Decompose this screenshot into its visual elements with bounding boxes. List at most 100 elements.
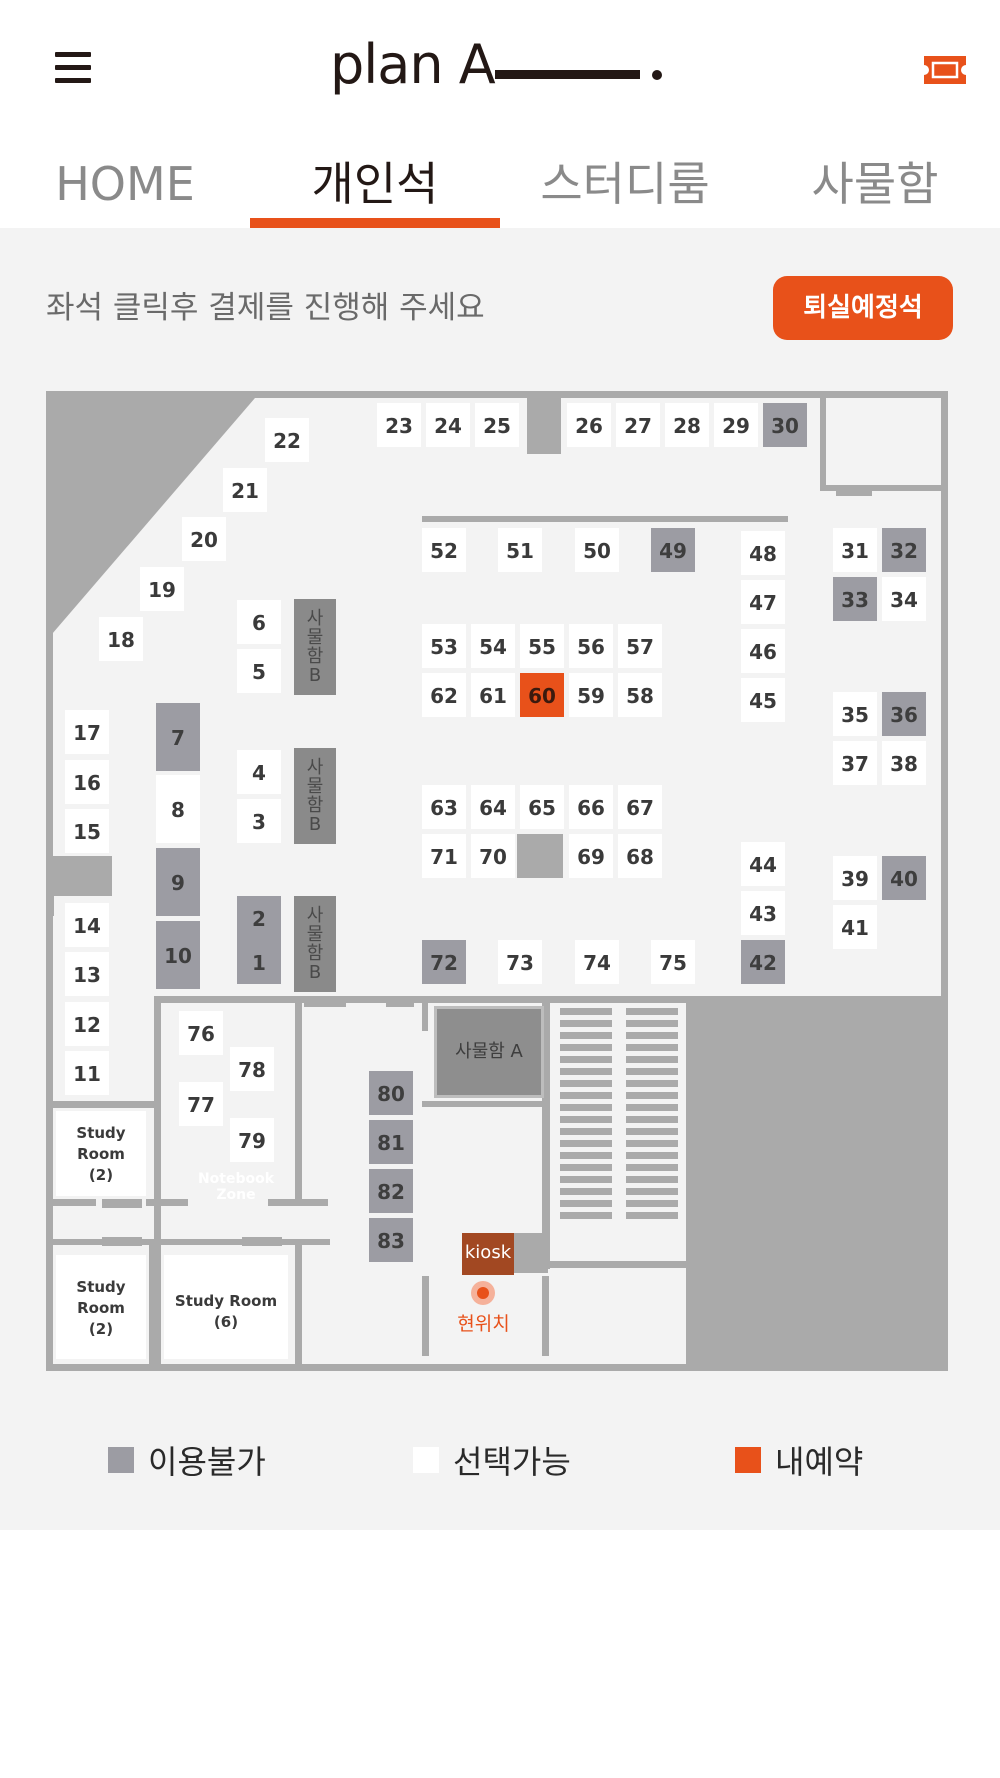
seat-29[interactable]: 29 xyxy=(714,403,758,447)
tab-bar: HOME 개인석 스터디룸 사물함 xyxy=(0,130,1000,228)
seat-35[interactable]: 35 xyxy=(833,692,877,736)
legend-unavailable-label: 이용불가 xyxy=(148,1443,266,1481)
seat-66[interactable]: 66 xyxy=(569,785,613,829)
tab-personal-seat[interactable]: 개인석 xyxy=(311,157,439,211)
seat-75[interactable]: 75 xyxy=(651,940,695,984)
seat-54[interactable]: 54 xyxy=(471,624,515,668)
seat-61[interactable]: 61 xyxy=(471,673,515,717)
seat-10: 10 xyxy=(156,921,200,989)
legend-available: 선택가능 xyxy=(413,1430,571,1490)
staircase-icon xyxy=(560,1008,678,1219)
seat-14[interactable]: 14 xyxy=(65,903,109,947)
logo-text: plan A xyxy=(330,33,496,96)
seat-20[interactable]: 20 xyxy=(182,517,226,561)
seat-37[interactable]: 37 xyxy=(833,741,877,785)
seat-70[interactable]: 70 xyxy=(471,834,515,878)
seat-55[interactable]: 55 xyxy=(520,624,564,668)
seat-40: 40 xyxy=(882,856,926,900)
seat-16[interactable]: 16 xyxy=(65,760,109,804)
seat-26[interactable]: 26 xyxy=(567,403,611,447)
locker-a[interactable]: 사물함 A xyxy=(434,1006,544,1098)
seat-34[interactable]: 34 xyxy=(882,577,926,621)
legend-swatch-unavailable xyxy=(108,1447,134,1473)
seat-13[interactable]: 13 xyxy=(65,952,109,996)
seat-23[interactable]: 23 xyxy=(377,403,421,447)
seat-74[interactable]: 74 xyxy=(575,940,619,984)
seat-52[interactable]: 52 xyxy=(422,528,466,572)
wall xyxy=(304,999,346,1007)
seat-77[interactable]: 77 xyxy=(179,1082,223,1126)
seat-51[interactable]: 51 xyxy=(498,528,542,572)
hamburger-menu-icon[interactable] xyxy=(55,52,91,86)
tab-locker[interactable]: 사물함 xyxy=(811,157,939,211)
seat-3[interactable]: 3 xyxy=(237,799,281,843)
seat-62[interactable]: 62 xyxy=(422,673,466,717)
wall xyxy=(146,1199,188,1206)
seat-24[interactable]: 24 xyxy=(426,403,470,447)
seat-38[interactable]: 38 xyxy=(882,741,926,785)
seat-47[interactable]: 47 xyxy=(741,580,785,624)
seat-15[interactable]: 15 xyxy=(65,809,109,853)
seat-21[interactable]: 21 xyxy=(223,468,267,512)
seat-82: 82 xyxy=(369,1169,413,1213)
seat-17[interactable]: 17 xyxy=(65,710,109,754)
seat-31[interactable]: 31 xyxy=(833,528,877,572)
seat-45[interactable]: 45 xyxy=(741,678,785,722)
seat-73[interactable]: 73 xyxy=(498,940,542,984)
seat-48[interactable]: 48 xyxy=(741,531,785,575)
seat-8[interactable]: 8 xyxy=(156,775,200,843)
seat-63[interactable]: 63 xyxy=(422,785,466,829)
seat-65[interactable]: 65 xyxy=(520,785,564,829)
seat-71[interactable]: 71 xyxy=(422,834,466,878)
study-room-6[interactable]: Study Room(6) xyxy=(164,1255,288,1359)
seat-12[interactable]: 12 xyxy=(65,1002,109,1046)
seat-28[interactable]: 28 xyxy=(665,403,709,447)
seat-27[interactable]: 27 xyxy=(616,403,660,447)
leaving-soon-seats-button[interactable]: 퇴실예정석 xyxy=(773,276,953,340)
seat-46[interactable]: 46 xyxy=(741,629,785,673)
seat-6[interactable]: 6 xyxy=(237,600,281,644)
seat-64[interactable]: 64 xyxy=(471,785,515,829)
seat-44[interactable]: 44 xyxy=(741,842,785,886)
wall xyxy=(46,1199,96,1206)
seat-19[interactable]: 19 xyxy=(140,567,184,611)
seat-39[interactable]: 39 xyxy=(833,856,877,900)
seat-11[interactable]: 11 xyxy=(65,1051,109,1095)
seat-58[interactable]: 58 xyxy=(618,673,662,717)
seat-50[interactable]: 50 xyxy=(575,528,619,572)
seat-41[interactable]: 41 xyxy=(833,905,877,949)
seat-25[interactable]: 25 xyxy=(475,403,519,447)
seat-5[interactable]: 5 xyxy=(237,649,281,693)
seat-68[interactable]: 68 xyxy=(618,834,662,878)
seat-56[interactable]: 56 xyxy=(569,624,613,668)
seat-18[interactable]: 18 xyxy=(99,617,143,661)
seat-36: 36 xyxy=(882,692,926,736)
active-tab-underline xyxy=(250,218,500,228)
restricted-area xyxy=(686,1001,948,1371)
ticket-icon[interactable] xyxy=(922,54,968,86)
seat-43[interactable]: 43 xyxy=(741,891,785,935)
pillar xyxy=(512,1233,548,1273)
tab-home[interactable]: HOME xyxy=(55,157,195,211)
tab-study-room[interactable]: 스터디룸 xyxy=(540,157,710,211)
kiosk[interactable]: kiosk xyxy=(462,1233,514,1275)
seat-69[interactable]: 69 xyxy=(569,834,613,878)
seat-53[interactable]: 53 xyxy=(422,624,466,668)
seat-4[interactable]: 4 xyxy=(237,750,281,794)
legend-swatch-mine xyxy=(735,1447,761,1473)
seat-76[interactable]: 76 xyxy=(179,1011,223,1055)
seat-60[interactable]: 60 xyxy=(520,673,564,717)
seat-67[interactable]: 67 xyxy=(618,785,662,829)
seat-78[interactable]: 78 xyxy=(230,1047,274,1091)
wall xyxy=(422,1101,544,1107)
seat-22[interactable]: 22 xyxy=(265,418,309,462)
wall xyxy=(154,996,948,1003)
seat-59[interactable]: 59 xyxy=(569,673,613,717)
seat-57[interactable]: 57 xyxy=(618,624,662,668)
seat-79[interactable]: 79 xyxy=(230,1118,274,1162)
